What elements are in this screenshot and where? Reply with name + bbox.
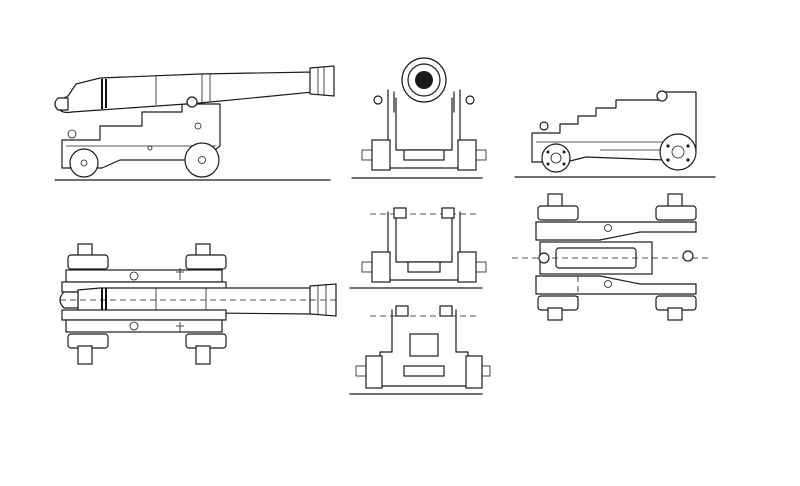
axle-post [195, 345, 211, 365]
carriage-cheek-bottom [65, 319, 223, 333]
carriage-rear-outline [379, 309, 469, 387]
left-truck-wheel [371, 139, 391, 171]
rear-bolt [538, 252, 550, 264]
front-elevation-with-barrel [351, 57, 487, 179]
cannon-barrel [57, 71, 315, 114]
carriage-cheeks [387, 211, 461, 281]
carriage-cheeks [387, 89, 461, 169]
cross-bolt [176, 268, 184, 280]
carriage-rear-elevation [349, 305, 491, 395]
axle-end [481, 365, 491, 377]
carriage-inner-frame [395, 97, 453, 151]
bolt-head [604, 224, 612, 232]
rear-wheel-top [655, 205, 697, 221]
ring-bolt [67, 129, 77, 139]
carriage-inner-frame [395, 217, 453, 263]
wheel-bolt [562, 162, 566, 166]
cheek-edges [393, 91, 455, 113]
front-truck-wheel [541, 143, 571, 173]
carriage-bed [403, 149, 445, 161]
front-truck-wheel [69, 148, 99, 178]
axle-end [355, 365, 367, 377]
cascabel-knob [59, 291, 79, 309]
trunnion-bed [656, 90, 668, 102]
side-elevation-with-barrel [54, 65, 335, 181]
cascabel-knob [54, 97, 69, 111]
wheel-hub [198, 156, 206, 164]
wheel-bolt [686, 158, 690, 162]
right-truck-wheel [457, 139, 477, 171]
wheel-hub [80, 159, 88, 167]
carriage-cheek-bottom-upper [61, 309, 227, 321]
wheel-bolt [666, 144, 670, 148]
ring-bolt [539, 121, 549, 131]
axle-end [361, 261, 373, 273]
wheel-bolt [546, 162, 550, 166]
axle-post [667, 307, 683, 321]
rear-wheel-top [185, 254, 227, 270]
rear-truck-wheel [184, 142, 220, 178]
carriage-cheek-bottom [535, 275, 697, 295]
trunnion-cap [373, 95, 383, 105]
plan-view-with-barrel [59, 243, 340, 365]
axle-end [475, 261, 487, 273]
wheel-hub [671, 145, 685, 159]
trunnion-cap [439, 305, 453, 317]
bolt-head [129, 321, 139, 331]
right-truck-wheel [457, 251, 477, 283]
muzzle-swell [309, 65, 335, 97]
wheel-bolt [546, 150, 550, 154]
trunnion-cap [465, 95, 475, 105]
carriage-side-elevation [514, 90, 716, 178]
front-bolt [682, 250, 694, 262]
wheel-bolt [686, 144, 690, 148]
carriage-bed [407, 261, 441, 273]
bolt-head [129, 271, 139, 281]
right-truck-wheel [465, 355, 483, 389]
bolt-head [147, 145, 153, 151]
carriage-cheek-top [535, 221, 697, 241]
axle-end [475, 149, 487, 161]
bolt-head [604, 280, 612, 288]
trunnion-cap [393, 207, 407, 219]
carriage-front-elevation [349, 207, 487, 289]
front-wheel-top [537, 205, 579, 221]
trunnion [186, 96, 198, 108]
trunnion-cap [441, 207, 455, 219]
rear-truck-wheel [659, 133, 697, 171]
cross-bolt [176, 322, 184, 332]
wheel-bolt [666, 158, 670, 162]
bore-opening [415, 71, 433, 89]
axle-post [547, 307, 563, 321]
carriage-plan-view [512, 193, 710, 321]
axle-end [361, 149, 373, 161]
front-wheel-top [67, 254, 109, 270]
trunnion-cap [395, 305, 409, 317]
axle-post [77, 345, 93, 365]
quoin-block [409, 333, 439, 357]
carriage-cheek-top [65, 269, 223, 283]
left-truck-wheel [365, 355, 383, 389]
left-truck-wheel [371, 251, 391, 283]
rear-axletree [403, 365, 445, 377]
wheel-hub [550, 152, 562, 164]
wheel-bolt [562, 150, 566, 154]
bolt-head [194, 122, 202, 130]
